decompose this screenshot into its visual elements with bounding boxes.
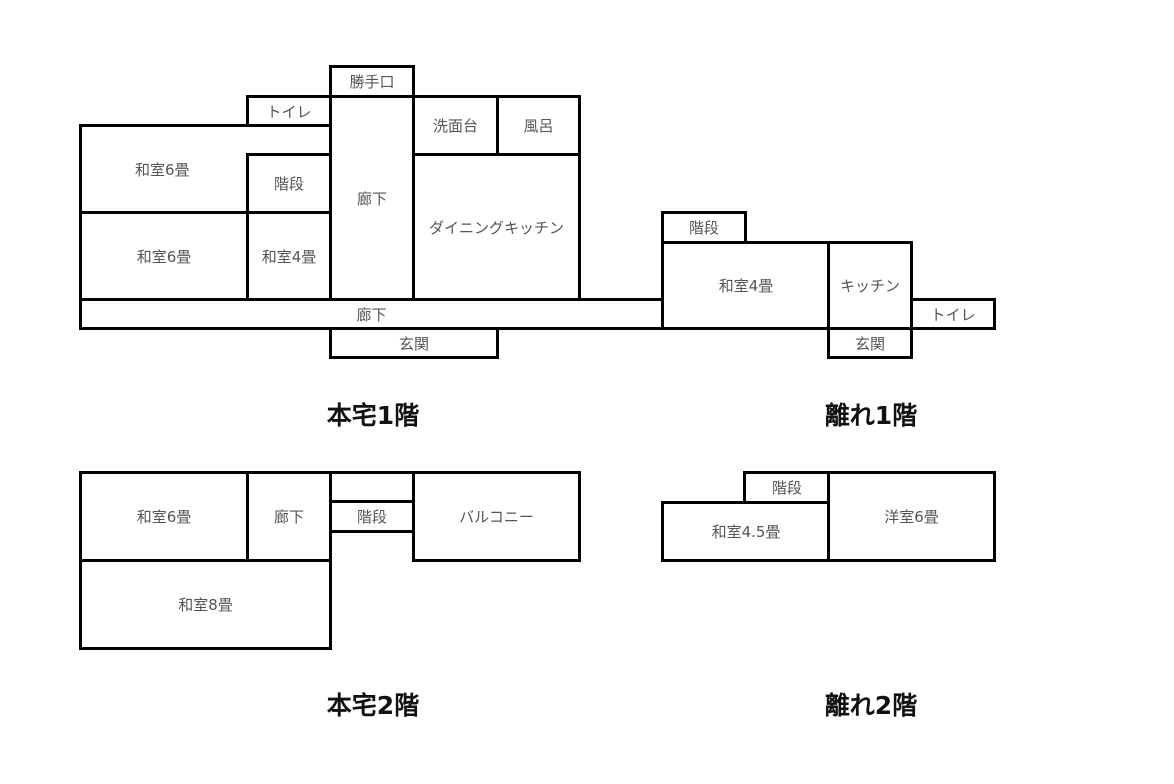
room-youshitsu6: 洋室6畳 <box>827 471 996 562</box>
room-dining-kitchen: ダイニングキッチン <box>412 153 581 301</box>
room-rouka: 廊下 <box>246 471 332 562</box>
room-washitsu4: 和室4畳 <box>661 241 831 330</box>
room-rouka-vertical: 廊下 <box>329 95 415 301</box>
room-kaidan: 階段 <box>743 471 831 504</box>
room-rouka-horizontal: 廊下 <box>79 298 664 330</box>
room-senmendai: 洗面台 <box>412 95 499 156</box>
caption-annex-floor1: 離れ1階 <box>824 401 918 430</box>
caption-annex-floor2: 離れ2階 <box>824 691 918 720</box>
room-washitsu4: 和室4畳 <box>246 211 332 301</box>
room-kaidan: 階段 <box>246 153 332 214</box>
room-washitsu6: 和室6畳 <box>79 471 249 562</box>
room-toilet: トイレ <box>246 95 332 127</box>
room-balcony: バルコニー <box>412 471 581 562</box>
caption-main-floor2: 本宅2階 <box>326 691 420 720</box>
room-toilet: トイレ <box>910 298 996 330</box>
room-genkan: 玄関 <box>329 327 499 359</box>
room-furo: 風呂 <box>496 95 581 156</box>
room-kaidan: 階段 <box>329 500 415 533</box>
room-kaidan: 階段 <box>661 211 747 244</box>
caption-main-floor1: 本宅1階 <box>326 401 420 430</box>
room-kitchen: キッチン <box>827 241 913 330</box>
wall-segment <box>329 471 415 474</box>
room-washitsu8: 和室8畳 <box>79 559 332 650</box>
room-genkan: 玄関 <box>827 327 913 359</box>
room-washitsu45: 和室4.5畳 <box>661 501 831 562</box>
room-washitsu6-b: 和室6畳 <box>79 211 249 301</box>
room-katteguchi: 勝手口 <box>329 65 415 98</box>
